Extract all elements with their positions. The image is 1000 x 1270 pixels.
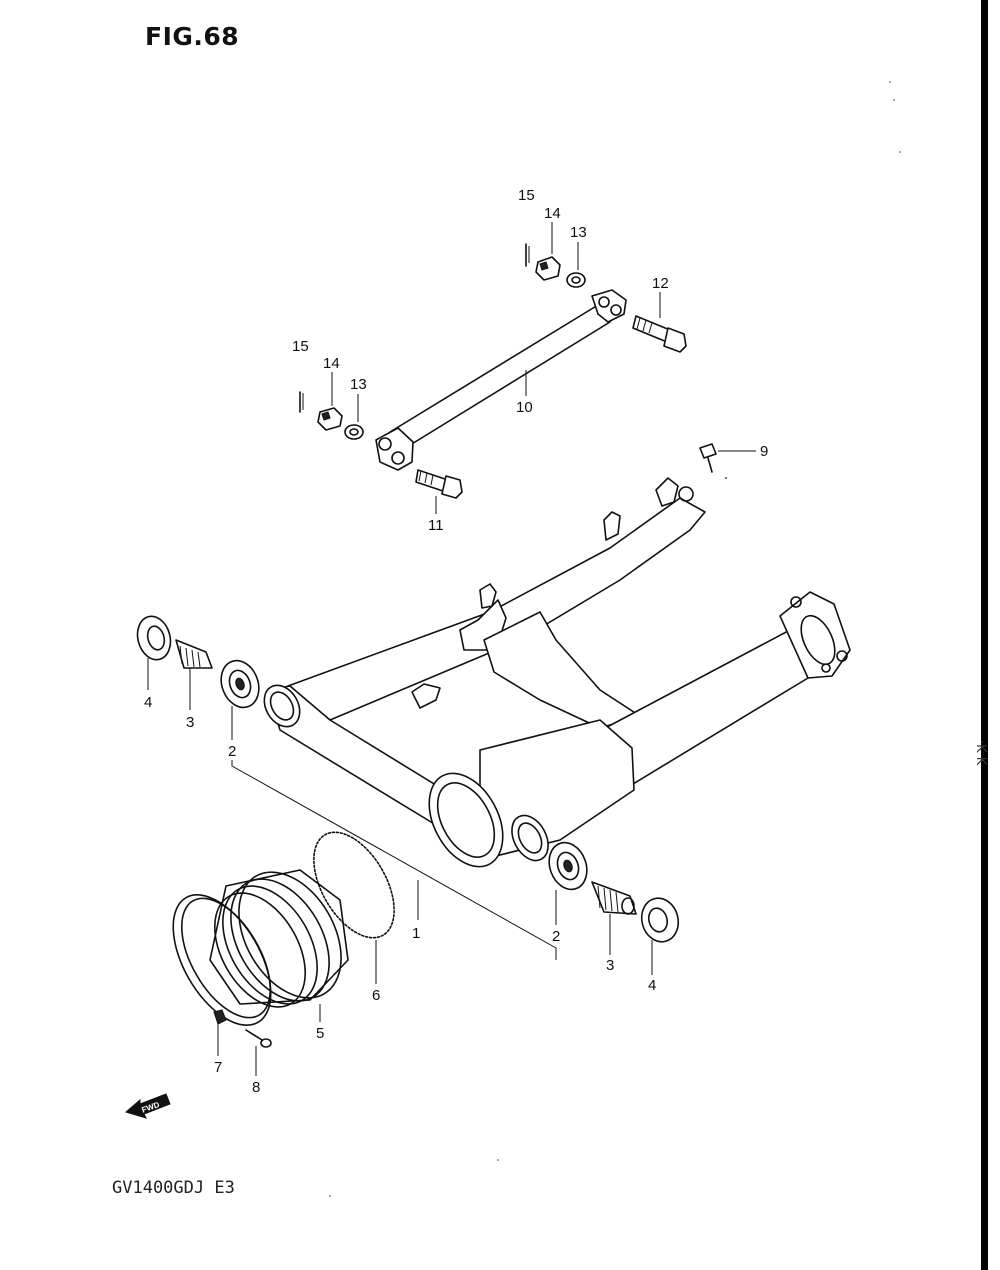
callout-15-left: 15 xyxy=(292,338,309,355)
callout-labels: 1 2 2 3 3 4 4 5 6 7 8 9 10 11 12 13 13 1… xyxy=(144,187,768,1096)
callout-12: 12 xyxy=(652,275,669,292)
clamp-7 xyxy=(172,894,272,1026)
callout-3-right: 3 xyxy=(606,957,614,974)
seal-4-left xyxy=(136,615,172,661)
screw-8 xyxy=(245,1029,272,1048)
callout-2-left: 2 xyxy=(228,743,236,760)
torque-link-bolt-11 xyxy=(415,469,463,499)
callout-14-left: 14 xyxy=(323,355,340,372)
callout-13-right: 13 xyxy=(570,224,587,241)
callout-4-left: 4 xyxy=(144,694,152,711)
page-edge-border xyxy=(981,0,988,1270)
callout-2-right: 2 xyxy=(552,928,560,945)
callout-7: 7 xyxy=(214,1059,222,1076)
swingarm xyxy=(263,477,851,868)
callout-11: 11 xyxy=(428,517,444,534)
callout-1: 1 xyxy=(412,925,420,942)
callout-8: 8 xyxy=(252,1079,260,1096)
callout-5: 5 xyxy=(316,1025,324,1042)
callout-9: 9 xyxy=(760,443,768,460)
figure-title: FIG.68 xyxy=(145,22,240,51)
bearing-2-left xyxy=(220,659,260,709)
leader-lines xyxy=(147,222,756,1076)
spacer-3-left xyxy=(175,639,213,669)
cotter-pins-15 xyxy=(299,243,530,413)
castle-nuts-14 xyxy=(317,256,561,431)
callout-4-right: 4 xyxy=(648,977,656,994)
torque-link-bolt-12 xyxy=(632,315,687,353)
ring-6 xyxy=(313,831,395,939)
callout-13-left: 13 xyxy=(350,376,367,393)
bolt-9 xyxy=(699,443,717,473)
seal-4-right xyxy=(640,897,680,943)
callout-3-left: 3 xyxy=(186,714,194,731)
callout-14-right: 14 xyxy=(544,205,561,222)
boot-5 xyxy=(209,869,349,1008)
washers-13 xyxy=(344,272,586,440)
callout-15-right: 15 xyxy=(518,187,535,204)
model-code: GV1400GDJ E3 xyxy=(112,1178,235,1198)
scan-specks xyxy=(329,81,901,1197)
callout-10: 10 xyxy=(516,399,533,416)
bearing-2-right xyxy=(548,841,588,891)
torque-link xyxy=(375,289,627,471)
callout-6: 6 xyxy=(372,987,380,1004)
fwd-arrow-icon: FWD xyxy=(124,1093,171,1119)
spacer-3-right xyxy=(591,881,637,915)
